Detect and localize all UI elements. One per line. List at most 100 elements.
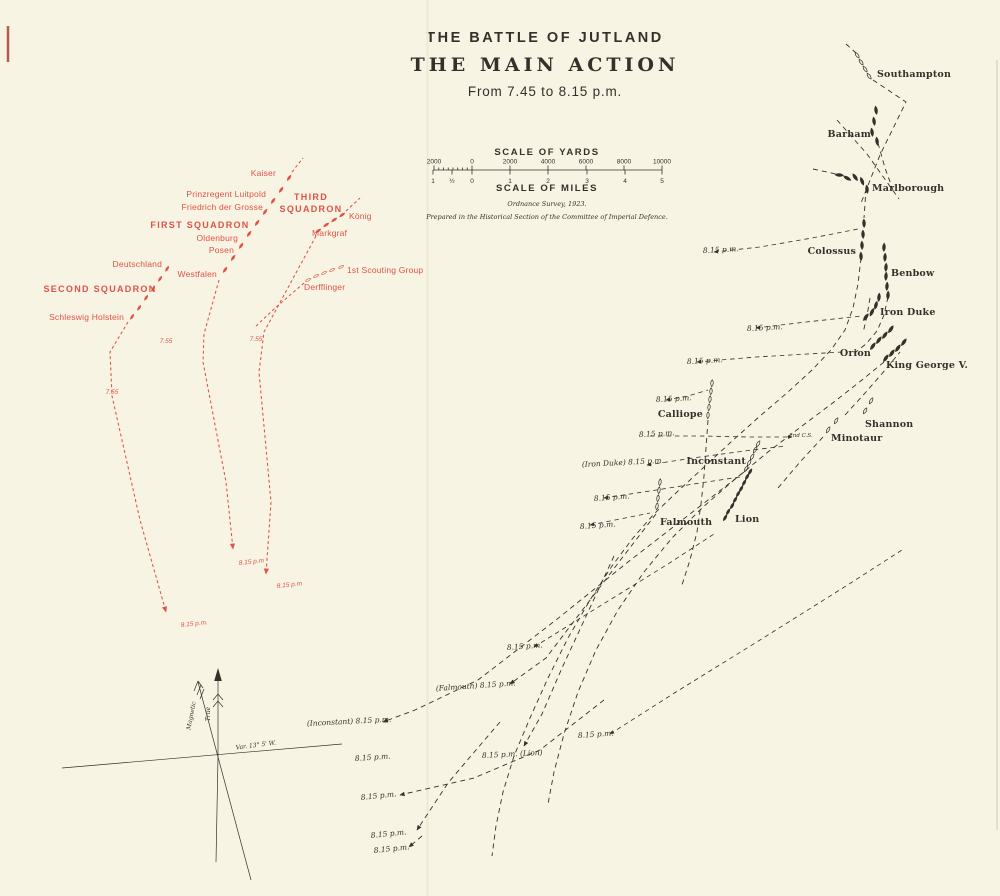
ship-marker — [834, 173, 844, 177]
ships-colossus-division — [859, 218, 866, 261]
label-shannon: Shannon — [865, 419, 913, 430]
ship-marker — [144, 294, 148, 301]
label-8-15-p-m: 8.15 p.m. — [373, 842, 410, 855]
ship-marker — [331, 217, 338, 222]
ship-marker — [709, 387, 713, 396]
ship-marker — [723, 514, 728, 522]
ship-marker — [882, 331, 888, 340]
ship-marker — [657, 486, 661, 495]
ship-marker — [130, 313, 134, 320]
ship-marker — [874, 300, 878, 310]
track-lion-track — [523, 555, 615, 747]
ship-marker — [863, 313, 869, 322]
label-falmouth-8-15-p-m: (Falmouth) 8.15 p.m. — [436, 678, 516, 693]
ships-lion-battlecruisers — [723, 468, 753, 522]
ship-marker — [655, 502, 659, 511]
ship-marker — [255, 219, 260, 226]
ship-marker — [883, 252, 887, 262]
track-minotaur-track-ne — [844, 351, 901, 416]
track-leader-lion-top — [603, 476, 741, 500]
ship-marker — [708, 395, 712, 404]
miles-tick-label: 1 — [508, 178, 512, 185]
ships-barham-division — [870, 105, 879, 146]
ship-marker — [882, 242, 886, 252]
ship-marker — [271, 197, 276, 204]
ship-marker — [338, 265, 345, 269]
label-8-15-p-m: 8.15 p.m. — [360, 789, 397, 802]
ship-marker — [287, 174, 292, 181]
label-7-55: 7.55 — [250, 336, 263, 343]
ship-marker — [165, 265, 169, 272]
ships-inconstant-group — [743, 440, 761, 473]
ship-markers — [130, 51, 907, 522]
ship-marker — [321, 271, 328, 275]
ship-marker — [901, 338, 907, 347]
ships-minotaur-ships — [825, 417, 839, 434]
ships-kaiser-column — [223, 174, 292, 273]
label-8-15-p-m: 8.15 p.m — [276, 580, 302, 590]
label-westfalen: Westfalen — [178, 269, 218, 279]
label-var-13-5-w: Var. 13° 5' W. — [235, 740, 276, 752]
label-scale-of-yards: SCALE OF YARDS — [494, 147, 599, 158]
ship-marker — [736, 490, 741, 498]
label-iron-duke: Iron Duke — [880, 307, 936, 318]
variation-line — [61, 743, 343, 769]
ship-marker — [742, 479, 747, 487]
ship-marker — [752, 446, 758, 454]
ships-orion-division — [870, 325, 894, 351]
ship-marker — [895, 344, 901, 353]
label-second-squadron: SECOND SQUADRON — [43, 284, 156, 294]
ship-marker — [833, 417, 839, 425]
ships-king-george-v-division — [883, 338, 907, 363]
label-8-15-p-m: 8.15 p.m. — [656, 393, 692, 404]
ship-marker — [876, 336, 882, 345]
ship-marker — [862, 218, 866, 228]
label-8-15-p-m: 8.15 p.m. — [747, 322, 783, 333]
ship-marker — [656, 494, 660, 503]
label-king-george-v: King George V. — [886, 360, 968, 371]
track-calliope-track-south — [680, 419, 709, 589]
ship-marker — [658, 478, 662, 487]
track-destroyer-track-b — [416, 721, 501, 831]
label-8-15-p-m: 8.15 p.m. — [580, 520, 616, 531]
map-time-range: From 7.45 to 8.15 p.m. — [467, 84, 623, 99]
ship-marker — [843, 175, 852, 181]
label-8-15-p-m: 8.15 p.m. — [507, 641, 543, 652]
label-derfflinger: Derfflinger — [304, 282, 345, 292]
ships-falmouth-group — [655, 478, 662, 511]
label-8-15-p-m: 8.15 p.m. — [355, 752, 391, 763]
label-magnetic: Magnetic — [185, 700, 198, 731]
ship-marker — [884, 262, 888, 272]
paper-folds — [6, 0, 998, 896]
yards-tick-label: 4000 — [541, 159, 556, 166]
ship-marker — [862, 407, 868, 415]
miles-tick-label: 4 — [623, 178, 627, 185]
ship-marker — [739, 485, 744, 493]
ship-marker — [313, 274, 320, 278]
compass-line-south — [215, 756, 219, 863]
track-minotaur-track-sw — [777, 436, 824, 489]
magnetic-north-feather — [193, 680, 205, 700]
map-title: THE BATTLE OF JUTLAND — [426, 30, 664, 46]
label-8-15-p-m: 8.15 p.m. — [370, 827, 407, 840]
label-minotaur: Minotaur — [831, 433, 883, 444]
label-deutschland: Deutschland — [113, 259, 163, 269]
magnetic-north-shaft — [197, 681, 219, 758]
yards-tick-label: 6000 — [579, 159, 594, 166]
yards-tick-label: 8000 — [617, 159, 632, 166]
ship-marker — [710, 379, 714, 388]
ship-marker — [707, 403, 711, 412]
ships-marlborough-division — [834, 173, 869, 194]
label-falmouth: Falmouth — [660, 517, 712, 528]
yards-tick-label: 0 — [470, 159, 474, 166]
ship-marker — [860, 176, 865, 186]
track-southampton-track-south — [860, 79, 907, 204]
ship-marker — [886, 290, 890, 300]
ship-marker — [869, 308, 875, 317]
compass-rose — [61, 668, 343, 881]
miles-tick-label: 3 — [585, 178, 589, 185]
ship-marker — [859, 251, 863, 261]
true-north-chevrons — [212, 693, 224, 708]
